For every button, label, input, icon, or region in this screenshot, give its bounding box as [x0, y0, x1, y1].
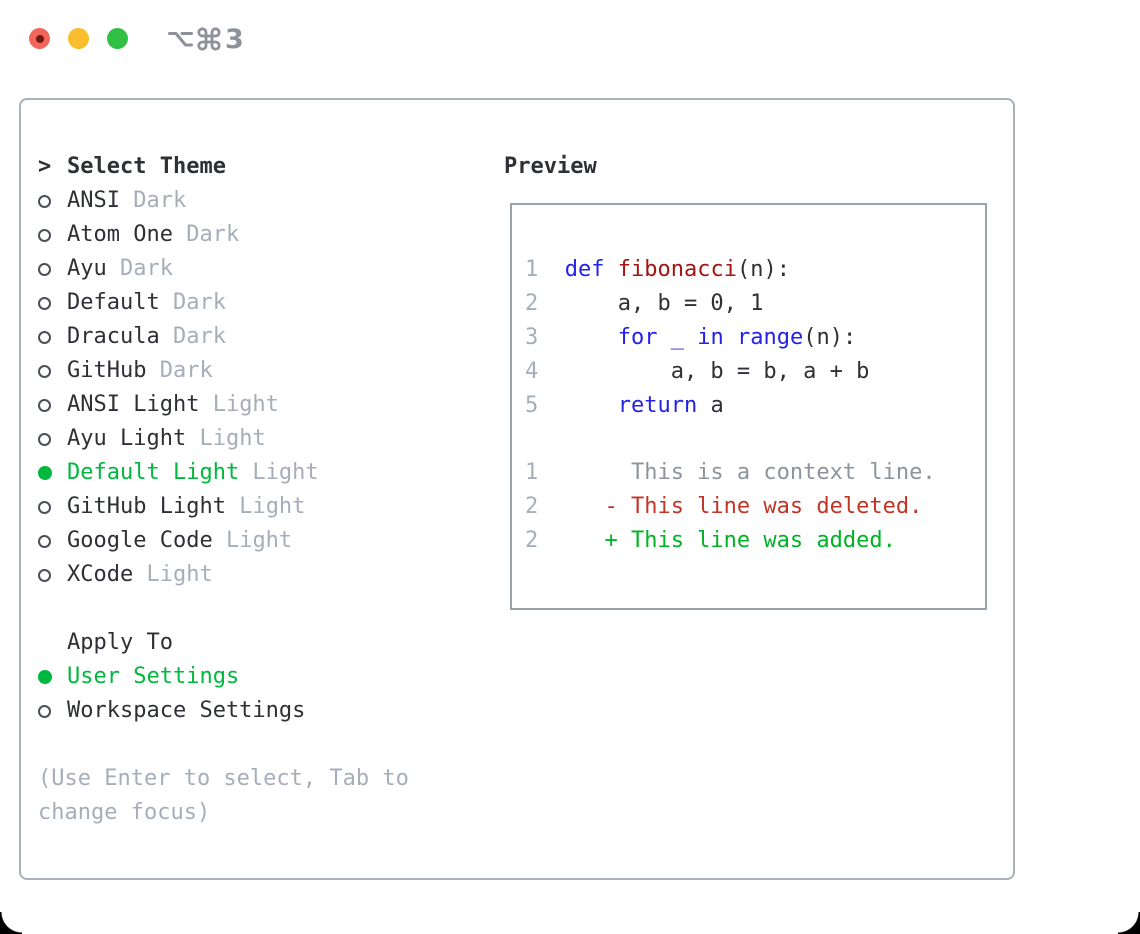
theme-name: Default: [67, 290, 160, 315]
theme-option-dracula[interactable]: Dracula Dark: [38, 320, 478, 354]
theme-option-github[interactable]: GitHub Dark: [38, 354, 478, 388]
theme-name: Atom One: [67, 222, 173, 247]
theme-option-default[interactable]: Default Dark: [38, 286, 478, 320]
theme-name: Dracula: [67, 324, 160, 349]
zoom-button[interactable]: [107, 28, 128, 49]
radio-icon: [38, 262, 67, 276]
prompt-caret-icon: >: [38, 154, 52, 179]
apply-option-label: Workspace Settings: [67, 698, 306, 723]
select-theme-header: > Select Theme: [38, 150, 478, 184]
theme-option-ansi[interactable]: ANSI Dark: [38, 184, 478, 218]
diff-preview: 1 This is a context line.2 - This line w…: [525, 456, 985, 558]
window-titlebar: 3: [0, 0, 1140, 80]
command-key-icon: [197, 27, 221, 51]
theme-option-google-code[interactable]: Google Code Light: [38, 524, 478, 558]
theme-name: Google Code: [67, 528, 213, 553]
theme-option-atom-one[interactable]: Atom One Dark: [38, 218, 478, 252]
theme-variant: Light: [186, 426, 266, 451]
record-dot-icon: [35, 34, 44, 43]
help-text: (Use Enter to select, Tab to change focu…: [38, 766, 409, 825]
theme-option-default-light[interactable]: Default Light Light: [38, 456, 478, 490]
screenshot-corner: [1118, 912, 1140, 934]
code-line: 3 for _ in range(n):: [525, 321, 985, 355]
apply-to-title: Apply To: [67, 630, 173, 655]
theme-variant: Light: [212, 528, 293, 553]
minimize-button[interactable]: [68, 28, 89, 49]
option-key-icon: [168, 32, 193, 47]
code-line: 2 a, b = 0, 1: [525, 287, 985, 321]
apply-option-label: User Settings: [67, 664, 240, 689]
radio-icon: [38, 534, 67, 548]
line-number: 5: [525, 393, 539, 418]
radio-icon: [38, 704, 67, 718]
theme-option-ayu[interactable]: Ayu Dark: [38, 252, 478, 286]
radio-icon: [38, 398, 67, 412]
apply-option-workspace-settings[interactable]: Workspace Settings: [38, 694, 478, 728]
theme-name: Default Light: [67, 460, 240, 485]
radio-icon: [38, 432, 67, 446]
select-theme-title: Select Theme: [67, 154, 226, 179]
theme-variant: Light: [133, 562, 213, 587]
radio-icon: [38, 296, 67, 310]
theme-variant: Light: [225, 494, 306, 519]
diff-line-ctx: 1 This is a context line.: [525, 456, 985, 490]
radio-icon: [38, 364, 67, 378]
theme-name: Ayu: [67, 256, 107, 281]
close-button[interactable]: [29, 28, 50, 49]
theme-option-ansi-light[interactable]: ANSI Light Light: [38, 388, 478, 422]
theme-variant: Dark: [159, 324, 226, 349]
diff-line-add: 2 + This line was added.: [525, 524, 985, 558]
theme-name: GitHub: [67, 358, 147, 383]
theme-name: ANSI: [67, 188, 120, 213]
theme-variant: Dark: [172, 222, 240, 247]
theme-option-github-light[interactable]: GitHub Light Light: [38, 490, 478, 524]
code-line: 4 a, b = b, a + b: [525, 355, 985, 389]
preview-title: Preview: [504, 154, 597, 179]
theme-variant: Dark: [159, 290, 226, 315]
line-number: 2: [525, 528, 539, 553]
line-number: 2: [525, 291, 539, 316]
radio-icon: [38, 500, 67, 514]
window-shortcut-label: 3: [167, 22, 244, 56]
theme-name: XCode: [67, 562, 134, 587]
theme-variant: Light: [239, 460, 319, 485]
theme-option-xcode[interactable]: XCode Light: [38, 558, 478, 592]
shortcut-number: 3: [225, 23, 244, 55]
radio-selected-icon: [38, 466, 67, 480]
line-number: 2: [525, 494, 539, 519]
theme-name: Ayu Light: [67, 426, 187, 451]
theme-variant: Light: [199, 392, 279, 417]
apply-option-user-settings[interactable]: User Settings: [38, 660, 478, 694]
line-number: 1: [525, 460, 539, 485]
code-line: 5 return a: [525, 389, 985, 423]
diff-line-del: 2 - This line was deleted.: [525, 490, 985, 524]
line-number: 4: [525, 359, 539, 384]
radio-selected-icon: [38, 670, 67, 684]
apply-to-header: Apply To: [38, 626, 478, 660]
theme-option-ayu-light[interactable]: Ayu Light Light: [38, 422, 478, 456]
theme-name: ANSI Light: [67, 392, 200, 417]
theme-variant: Dark: [146, 358, 213, 383]
radio-icon: [38, 228, 67, 242]
radio-icon: [38, 330, 67, 344]
line-number: 1: [525, 257, 539, 282]
screenshot-corner: [0, 912, 22, 934]
theme-name: GitHub Light: [67, 494, 226, 519]
radio-icon: [38, 568, 67, 582]
theme-variant: Dark: [119, 188, 187, 213]
radio-icon: [38, 194, 67, 208]
line-number: 3: [525, 325, 539, 350]
theme-variant: Dark: [106, 256, 173, 281]
